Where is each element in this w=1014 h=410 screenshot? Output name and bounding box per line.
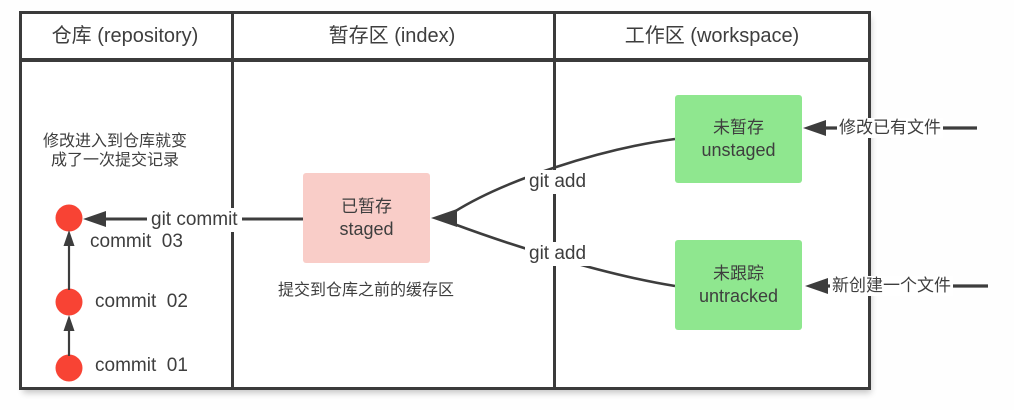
git-commit-label: git commit [147, 208, 242, 232]
untracked-title-zh: 未跟踪 [713, 264, 764, 283]
header-index: 暂存区 (index) [328, 25, 456, 47]
annotation-modify-existing: 修改已有文件 [837, 118, 943, 138]
diagram-table-frame [19, 11, 871, 390]
header-separator-line [22, 58, 868, 62]
git-add-label-upper: git add [525, 170, 591, 194]
untracked-box: 未跟踪 untracked [675, 240, 802, 330]
untracked-title-en: untracked [698, 286, 779, 306]
commit-01-label: commit 01 [95, 355, 188, 376]
commit-03-label: commit 03 [90, 231, 183, 252]
unstaged-title-en: unstaged [701, 140, 776, 160]
staged-caption: 提交到仓库之前的缓存区 [277, 282, 454, 299]
staged-title-zh: 已暂存 [341, 197, 392, 216]
staged-title-en: staged [339, 219, 394, 239]
git-add-label-lower: git add [525, 242, 591, 266]
header-workspace: 工作区 (workspace) [624, 25, 800, 47]
commit-02-label: commit 02 [95, 291, 188, 312]
column-divider-repository-index [231, 14, 234, 387]
header-repository: 仓库 (repository) [51, 25, 199, 47]
column-divider-index-workspace [553, 14, 556, 387]
repository-note: 修改进入到仓库就变 成了一次提交记录 [42, 133, 187, 169]
staged-box: 已暂存 staged [303, 173, 430, 263]
unstaged-box: 未暂存 unstaged [675, 95, 802, 183]
unstaged-title-zh: 未暂存 [713, 118, 764, 137]
annotation-create-new: 新创建一个文件 [830, 276, 953, 296]
